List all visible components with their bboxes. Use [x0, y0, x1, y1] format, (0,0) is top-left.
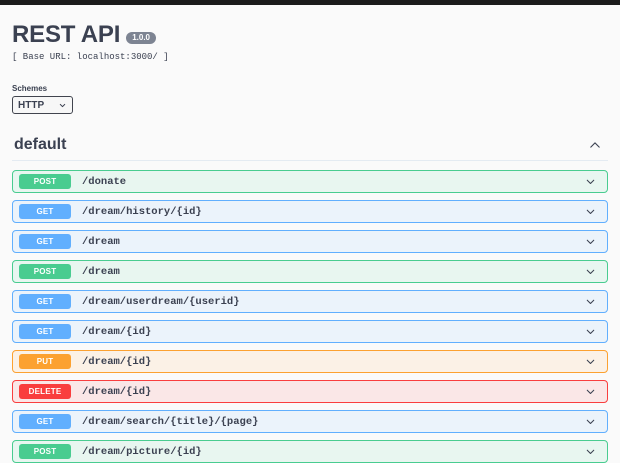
api-info-block: REST API 1.0.0 [ Base URL: localhost:300…	[0, 5, 620, 63]
chevron-up-icon[interactable]	[588, 138, 602, 152]
tag-name-label: default	[14, 136, 67, 153]
operation-method-badge: POST	[19, 444, 71, 459]
operation-method-badge: GET	[19, 294, 71, 309]
operation-path: /dream/{id}	[82, 385, 152, 398]
operation-row[interactable]: POST/donate	[12, 170, 608, 193]
operation-path: /dream/history/{id}	[82, 205, 202, 218]
operation-method-badge: GET	[19, 324, 71, 339]
schemes-selected-value: HTTP	[18, 99, 45, 111]
top-accent-bar	[0, 0, 620, 5]
schemes-select[interactable]: HTTP	[12, 96, 73, 114]
operation-method-badge: POST	[19, 264, 71, 279]
operation-path: /dream/{id}	[82, 325, 152, 338]
api-title-row: REST API 1.0.0	[12, 23, 608, 47]
base-url-text: [ Base URL: localhost:3000/ ]	[12, 52, 169, 62]
operation-method-badge: DELETE	[19, 384, 71, 399]
chevron-down-icon[interactable]	[584, 205, 597, 218]
chevron-down-icon[interactable]	[584, 295, 597, 308]
operation-row[interactable]: POST/dream	[12, 260, 608, 283]
operation-row[interactable]: GET/dream/history/{id}	[12, 200, 608, 223]
operation-path: /donate	[82, 175, 127, 188]
chevron-down-icon[interactable]	[584, 325, 597, 338]
chevron-down-icon[interactable]	[584, 235, 597, 248]
operation-path: /dream/search/{title}/{page}	[82, 415, 259, 428]
chevron-down-icon[interactable]	[584, 355, 597, 368]
chevron-down-icon[interactable]	[584, 265, 597, 278]
operation-path: /dream	[82, 265, 120, 278]
tag-header-default[interactable]: default	[12, 136, 608, 161]
chevron-down-icon[interactable]	[584, 385, 597, 398]
operation-path: /dream/{id}	[82, 355, 152, 368]
page-title: REST API	[12, 21, 121, 48]
operation-row[interactable]: POST/dream/picture/{id}	[12, 440, 608, 463]
chevron-down-icon[interactable]	[584, 415, 597, 428]
operation-method-badge: GET	[19, 234, 71, 249]
operation-row[interactable]: DELETE/dream/{id}	[12, 380, 608, 403]
schemes-block: Schemes HTTP	[0, 62, 620, 114]
operation-path: /dream/picture/{id}	[82, 445, 202, 458]
operation-path: /dream/userdream/{userid}	[82, 295, 240, 308]
chevron-down-icon	[59, 103, 66, 107]
operation-method-badge: GET	[19, 204, 71, 219]
operation-method-badge: POST	[19, 174, 71, 189]
operation-row[interactable]: GET/dream/search/{title}/{page}	[12, 410, 608, 433]
operation-row[interactable]: GET/dream/userdream/{userid}	[12, 290, 608, 313]
operation-path: /dream	[82, 235, 120, 248]
swagger-ui-page: REST API 1.0.0 [ Base URL: localhost:300…	[0, 5, 620, 463]
chevron-down-icon[interactable]	[584, 445, 597, 458]
schemes-label: Schemes	[12, 84, 48, 93]
chevron-down-icon[interactable]	[584, 175, 597, 188]
operation-method-badge: GET	[19, 414, 71, 429]
operation-method-badge: PUT	[19, 354, 71, 369]
version-badge: 1.0.0	[126, 31, 156, 45]
operation-row[interactable]: GET/dream/{id}	[12, 320, 608, 343]
operation-row[interactable]: PUT/dream/{id}	[12, 350, 608, 373]
operation-row[interactable]: GET/dream	[12, 230, 608, 253]
